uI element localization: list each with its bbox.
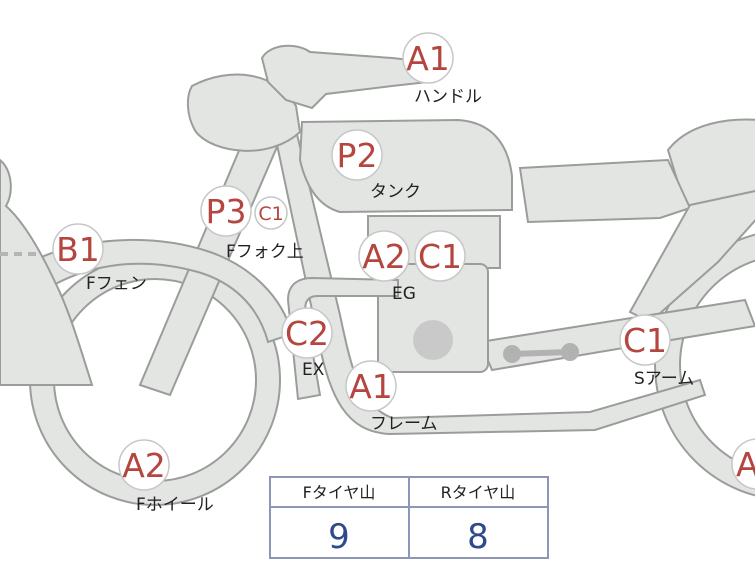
frame-grade-badge: A1 [345,360,397,412]
tire-tread-table: Fタイヤ山 Rタイヤ山 9 8 [269,476,549,559]
front-tread-header: Fタイヤ山 [303,483,376,502]
engine-subgrade: C1 [418,237,462,276]
frame-label: フレーム [370,414,438,434]
rear-frame-shape [628,190,755,324]
handle-label: ハンドル [414,87,482,107]
front-fork-subgrade: C1 [258,203,283,225]
handle-grade-badge: A1 [402,32,454,84]
engine-grade-badge: A2 [358,230,410,282]
front-fender-grade-badge: B1 [52,223,104,275]
seat-rail-shape [518,158,692,224]
front-fender-grade: B1 [56,230,100,269]
front-wheel-label: Fホイール [136,495,214,515]
swing-arm-grade: C1 [623,321,667,360]
front-fork-grade: P3 [206,192,247,231]
front-cover-shape [0,158,94,386]
front-fork-grade-badge: P3 [200,185,252,237]
rear-tread-header: Rタイヤ山 [441,483,516,502]
rear-tread-value: 8 [467,517,489,557]
front-tread-value: 9 [328,517,350,557]
frame-grade: A1 [349,367,393,406]
tank-grade-badge: P2 [331,129,383,181]
engine-subgrade-badge: C1 [414,230,466,282]
exhaust-grade: C2 [285,314,329,353]
engine-label: EG [392,284,416,304]
swing-arm-label: Sアーム [634,369,694,389]
rear-wheel-grade-badge: A [731,438,755,490]
engine-grade: A2 [362,237,406,276]
frame-shape [274,128,707,436]
front-fork-label: Fフォク上 [226,242,304,262]
rear-wheel-grade: A [736,445,755,484]
headlight-shape [186,73,302,152]
front-wheel-grade-badge: A2 [118,439,170,491]
front-wheel-grade: A2 [122,446,166,485]
tank-grade: P2 [337,136,378,175]
exhaust-grade-badge: C2 [281,307,333,359]
footpeg-linkage [503,343,579,363]
front-fender-label: Fフェン [86,274,147,294]
tank-label: タンク [370,182,421,202]
exhaust-label: EX [302,360,325,380]
front-fork-subgrade-badge: C1 [254,196,288,230]
handle-grade: A1 [406,39,450,78]
swing-arm-grade-badge: C1 [619,314,671,366]
handlebar-shape [260,44,432,110]
